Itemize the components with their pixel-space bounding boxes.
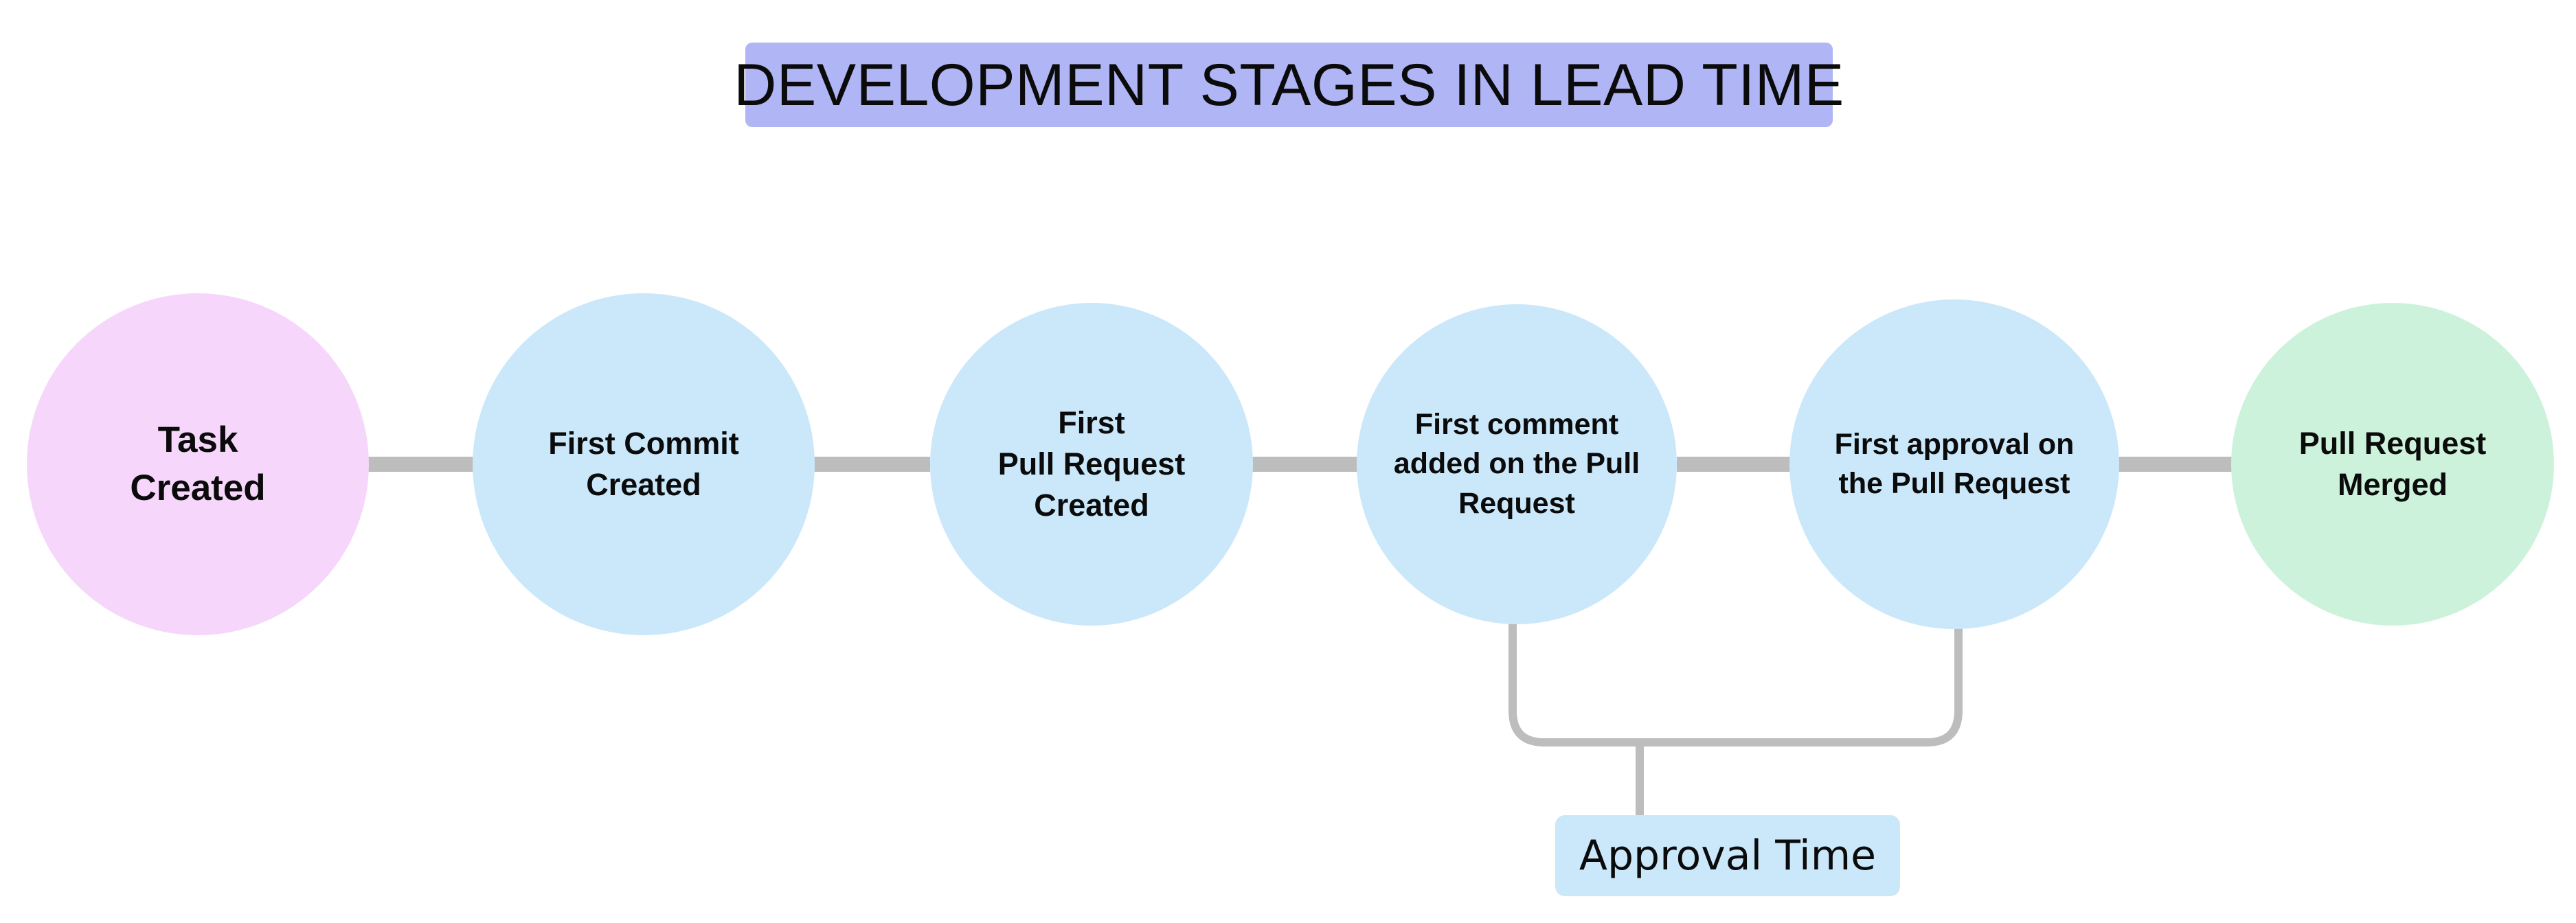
- approval-time-bracket: [1509, 622, 1963, 816]
- stage-node-first-approval-on-pull-request[interactable]: First approval on the Pull Request: [1789, 299, 2119, 629]
- stage-node-label: First Commit Created: [548, 426, 739, 502]
- stage-node-label: Pull Request Merged: [2298, 426, 2487, 502]
- stage-connector-link-2: [813, 457, 930, 472]
- stage-node-first-pull-request-created[interactable]: First Pull Request Created: [930, 303, 1253, 626]
- page-title: DEVELOPMENT STAGES IN LEAD TIME: [734, 52, 1844, 118]
- approval-time-badge: Approval Time: [1555, 815, 1900, 896]
- approval-time-label: Approval Time: [1579, 832, 1877, 880]
- stage-connector-link-4: [1677, 457, 1790, 472]
- stage-node-label: Task Created: [130, 419, 266, 508]
- stage-node-first-commit-created[interactable]: First Commit Created: [473, 293, 815, 635]
- approval-bracket-path: [1509, 622, 1963, 747]
- stage-node-pull-request-merged[interactable]: Pull Request Merged: [2231, 303, 2554, 626]
- stage-node-label: First comment added on the Pull Request: [1393, 408, 1640, 520]
- stage-link-lines: [368, 457, 2232, 472]
- stage-connector-link-1: [368, 457, 475, 472]
- stage-node-task-created[interactable]: Task Created: [27, 293, 369, 635]
- stage-node-first-comment-on-pull-request[interactable]: First comment added on the Pull Request: [1357, 304, 1677, 624]
- stage-connector-link-5: [2119, 457, 2232, 472]
- stage-node-label: First approval on the Pull Request: [1834, 427, 2075, 500]
- stage-node-label: First Pull Request Created: [997, 405, 1186, 523]
- diagram-title-banner: DEVELOPMENT STAGES IN LEAD TIME: [734, 43, 1844, 127]
- stage-connector-link-3: [1252, 457, 1359, 472]
